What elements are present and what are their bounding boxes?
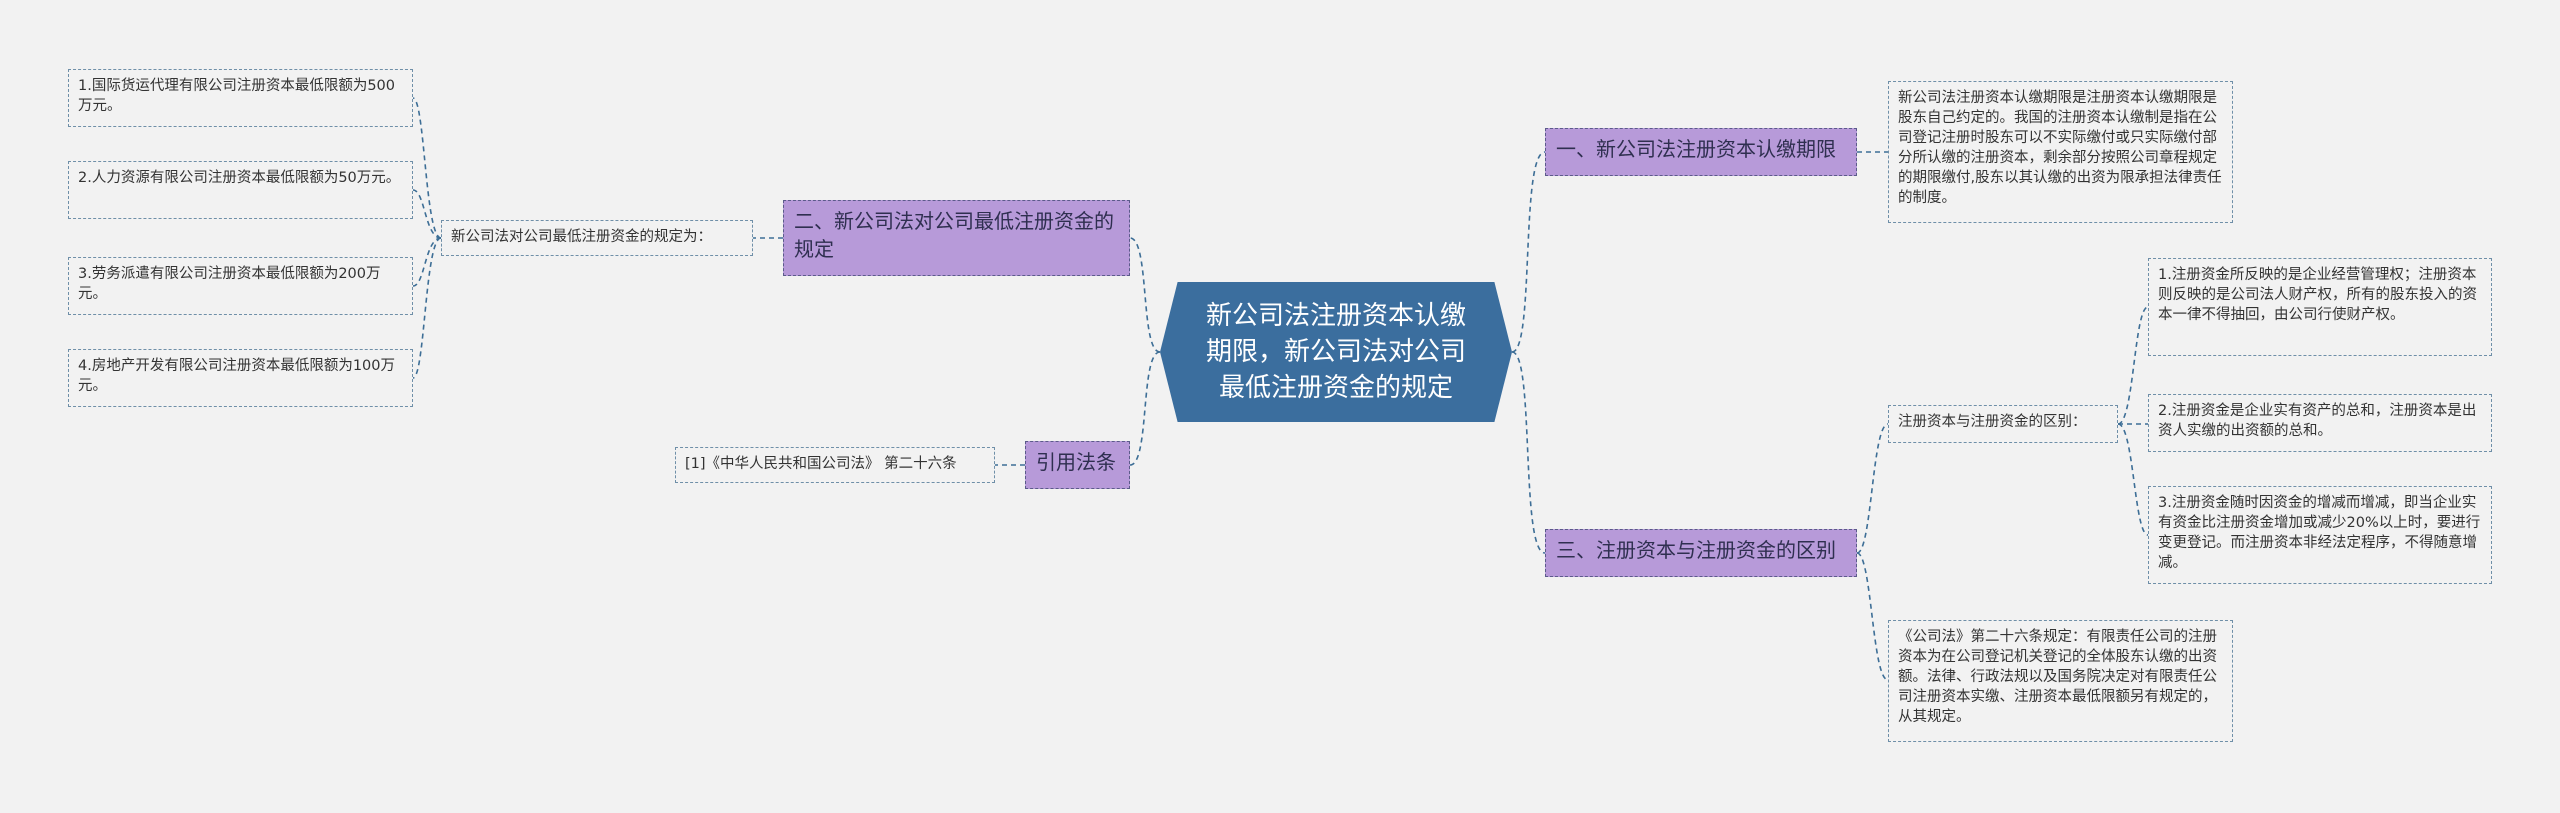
connector-b2sub-item1 xyxy=(412,97,442,239)
leaf-minimum-capital-item-3[interactable]: 3.劳务派遣有限公司注册资本最低限额为200万元。 xyxy=(68,257,413,315)
branch-capital-difference[interactable]: 三、注册资本与注册资金的区别 xyxy=(1545,529,1857,577)
leaf-company-law-article[interactable]: 《公司法》第二十六条规定：有限责任公司的注册资本为在公司登记机关登记的全体股东认… xyxy=(1888,620,2233,742)
branch-minimum-capital[interactable]: 二、新公司法对公司最低注册资金的规定 xyxy=(783,200,1130,276)
connector-b3-law xyxy=(1856,552,1889,681)
connector-b2sub-item3 xyxy=(412,237,442,287)
leaf-minimum-capital-subtitle[interactable]: 新公司法对公司最低注册资金的规定为： xyxy=(441,220,753,256)
leaf-deadline-explanation[interactable]: 新公司法注册资本认缴期限是注册资本认缴期限是股东自己约定的。我国的注册资本认缴制… xyxy=(1888,81,2233,223)
leaf-minimum-capital-item-4[interactable]: 4.房地产开发有限公司注册资本最低限额为100万元。 xyxy=(68,349,413,407)
leaf-difference-subtitle[interactable]: 注册资本与注册资金的区别： xyxy=(1888,405,2118,443)
connector-b2sub-item4 xyxy=(412,237,442,379)
connector-sub-item3 xyxy=(2117,423,2149,536)
connector-sub-item1 xyxy=(2117,306,2149,425)
connector-central-b4 xyxy=(1129,351,1161,466)
connector-b2sub-item2 xyxy=(412,189,442,239)
connector-central-b1 xyxy=(1511,151,1546,353)
leaf-difference-item-3[interactable]: 3.注册资金随时因资金的增减而增减，即当企业实有资金比注册资金增加或减少20%以… xyxy=(2148,486,2492,584)
connector-central-b2 xyxy=(1129,237,1161,353)
branch-capital-deadline[interactable]: 一、新公司法注册资本认缴期限 xyxy=(1545,128,1857,176)
branch-cited-law[interactable]: 引用法条 xyxy=(1025,441,1130,489)
leaf-difference-item-2[interactable]: 2.注册资金是企业实有资产的总和，注册资本是出资人实缴的出资额的总和。 xyxy=(2148,394,2492,452)
leaf-minimum-capital-item-2[interactable]: 2.人力资源有限公司注册资本最低限额为50万元。 xyxy=(68,161,413,219)
connector-b3-sub xyxy=(1856,423,1889,554)
connector-central-b3 xyxy=(1511,351,1546,554)
leaf-cited-law-text[interactable]: [1]《中华人民共和国公司法》 第二十六条 xyxy=(675,447,995,483)
central-topic[interactable]: 新公司法注册资本认缴期限，新公司法对公司最低注册资金的规定 xyxy=(1160,282,1512,422)
leaf-minimum-capital-item-1[interactable]: 1.国际货运代理有限公司注册资本最低限额为500万元。 xyxy=(68,69,413,127)
leaf-difference-item-1[interactable]: 1.注册资金所反映的是企业经营管理权；注册资本则反映的是公司法人财产权，所有的股… xyxy=(2148,258,2492,356)
